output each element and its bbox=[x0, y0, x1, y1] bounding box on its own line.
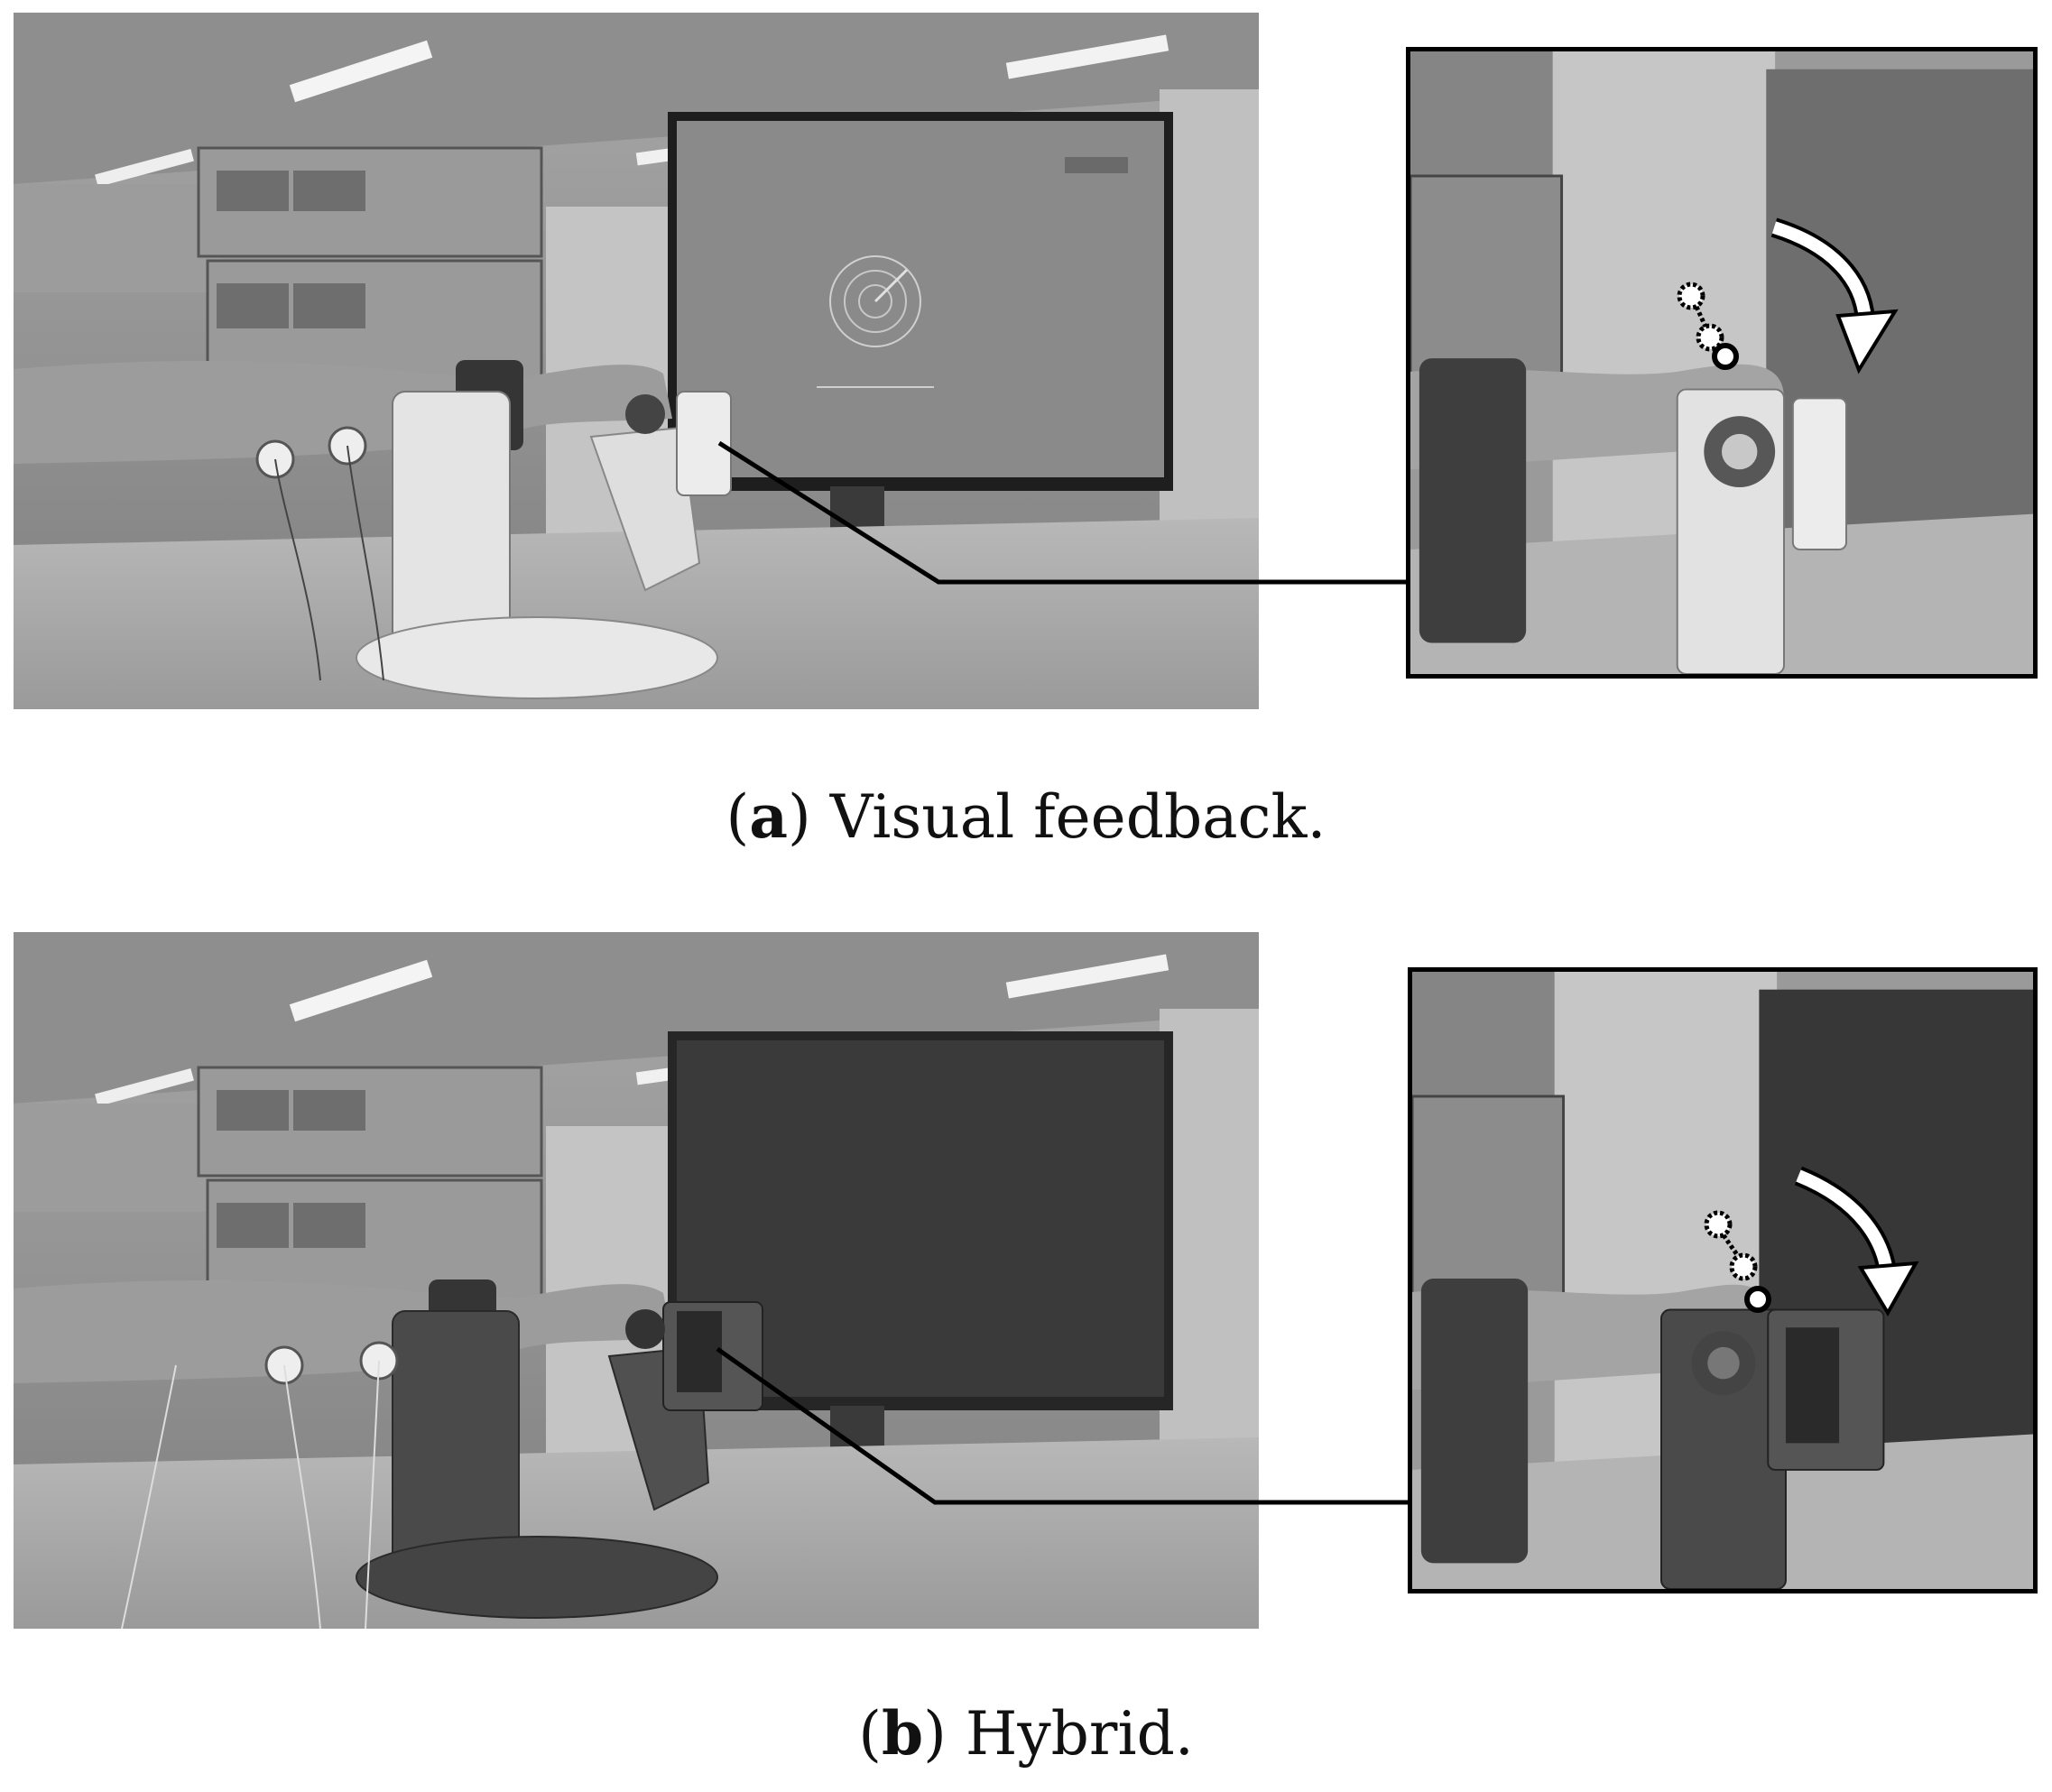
panel-b-zoom-inset bbox=[1408, 967, 2038, 1593]
panel-a-caption: (a) Visual feedback. bbox=[726, 781, 1326, 852]
panel-a-photo bbox=[14, 13, 1259, 709]
panel-b-photo bbox=[14, 932, 1259, 1629]
panel-a-zoom-inset bbox=[1406, 47, 2038, 679]
panel-b-caption: (b) Hybrid. bbox=[858, 1698, 1194, 1769]
